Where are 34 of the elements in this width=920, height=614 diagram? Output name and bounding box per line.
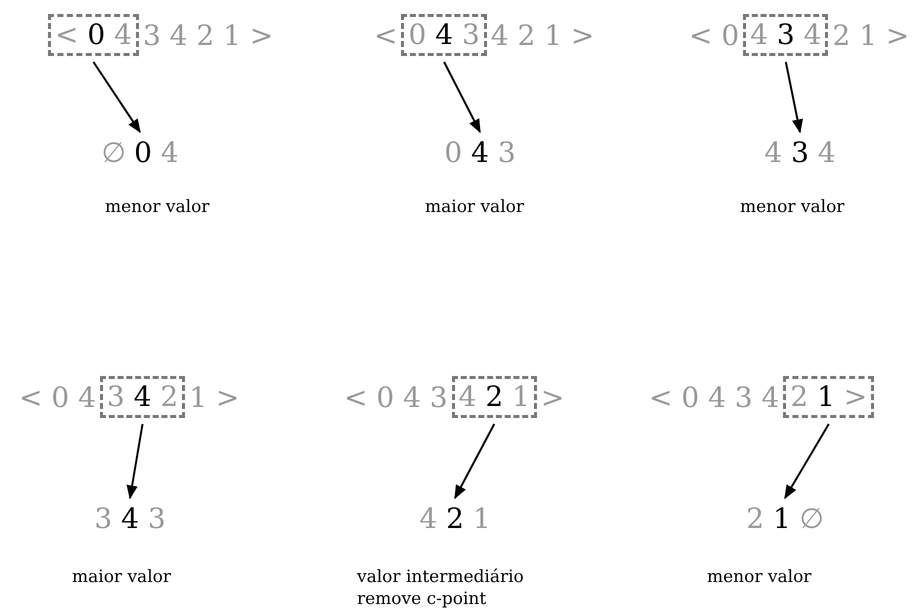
- sequence-text: >: [540, 380, 566, 414]
- sequence-text: 2 1 >: [831, 18, 910, 52]
- arrow: [92, 61, 141, 134]
- arrow: [443, 62, 481, 134]
- caption-text: menor valor: [740, 196, 846, 218]
- sequence-text: < 0 4 3: [343, 380, 449, 414]
- sequence-window: 4 3 4: [743, 14, 828, 56]
- result-triple: ∅ 0 4: [101, 136, 179, 169]
- sequence-text: < 0 4 3 4: [648, 380, 780, 414]
- caption-text: valor intermediário remove c-point: [357, 566, 525, 610]
- caption-text: maior valor: [425, 196, 525, 218]
- sequence-window: < 0 4: [48, 14, 139, 56]
- arrow: [784, 424, 830, 500]
- sequence-text: 3 4 2 1 >: [142, 18, 274, 52]
- result-triple: 4 3 4: [764, 136, 836, 169]
- result-triple: 3 4 3: [94, 502, 166, 535]
- sequence-window: 3 4 2: [100, 376, 186, 418]
- arrow: [784, 62, 803, 134]
- caption-text: maior valor: [72, 566, 172, 588]
- sequence-text: < 0 4: [18, 380, 97, 414]
- sequence-window: 2 1 >: [783, 376, 874, 418]
- arrow: [126, 424, 144, 500]
- sequence-window: 4 2 1: [452, 376, 537, 418]
- sequence-window: 0 4 3: [401, 14, 487, 56]
- result-triple: 4 2 1: [419, 502, 491, 535]
- result-triple: 2 1 ∅: [746, 502, 824, 535]
- result-triple: 0 4 3: [444, 136, 516, 169]
- sequence-text: 1 >: [188, 380, 240, 414]
- caption-text: menor valor: [105, 196, 210, 218]
- caption-text: menor valor: [707, 566, 812, 588]
- sequence-text: 4 2 1 >: [490, 18, 596, 52]
- arrow: [454, 424, 496, 500]
- sequence-text: <: [373, 18, 398, 52]
- sequence-text: < 0: [688, 18, 740, 52]
